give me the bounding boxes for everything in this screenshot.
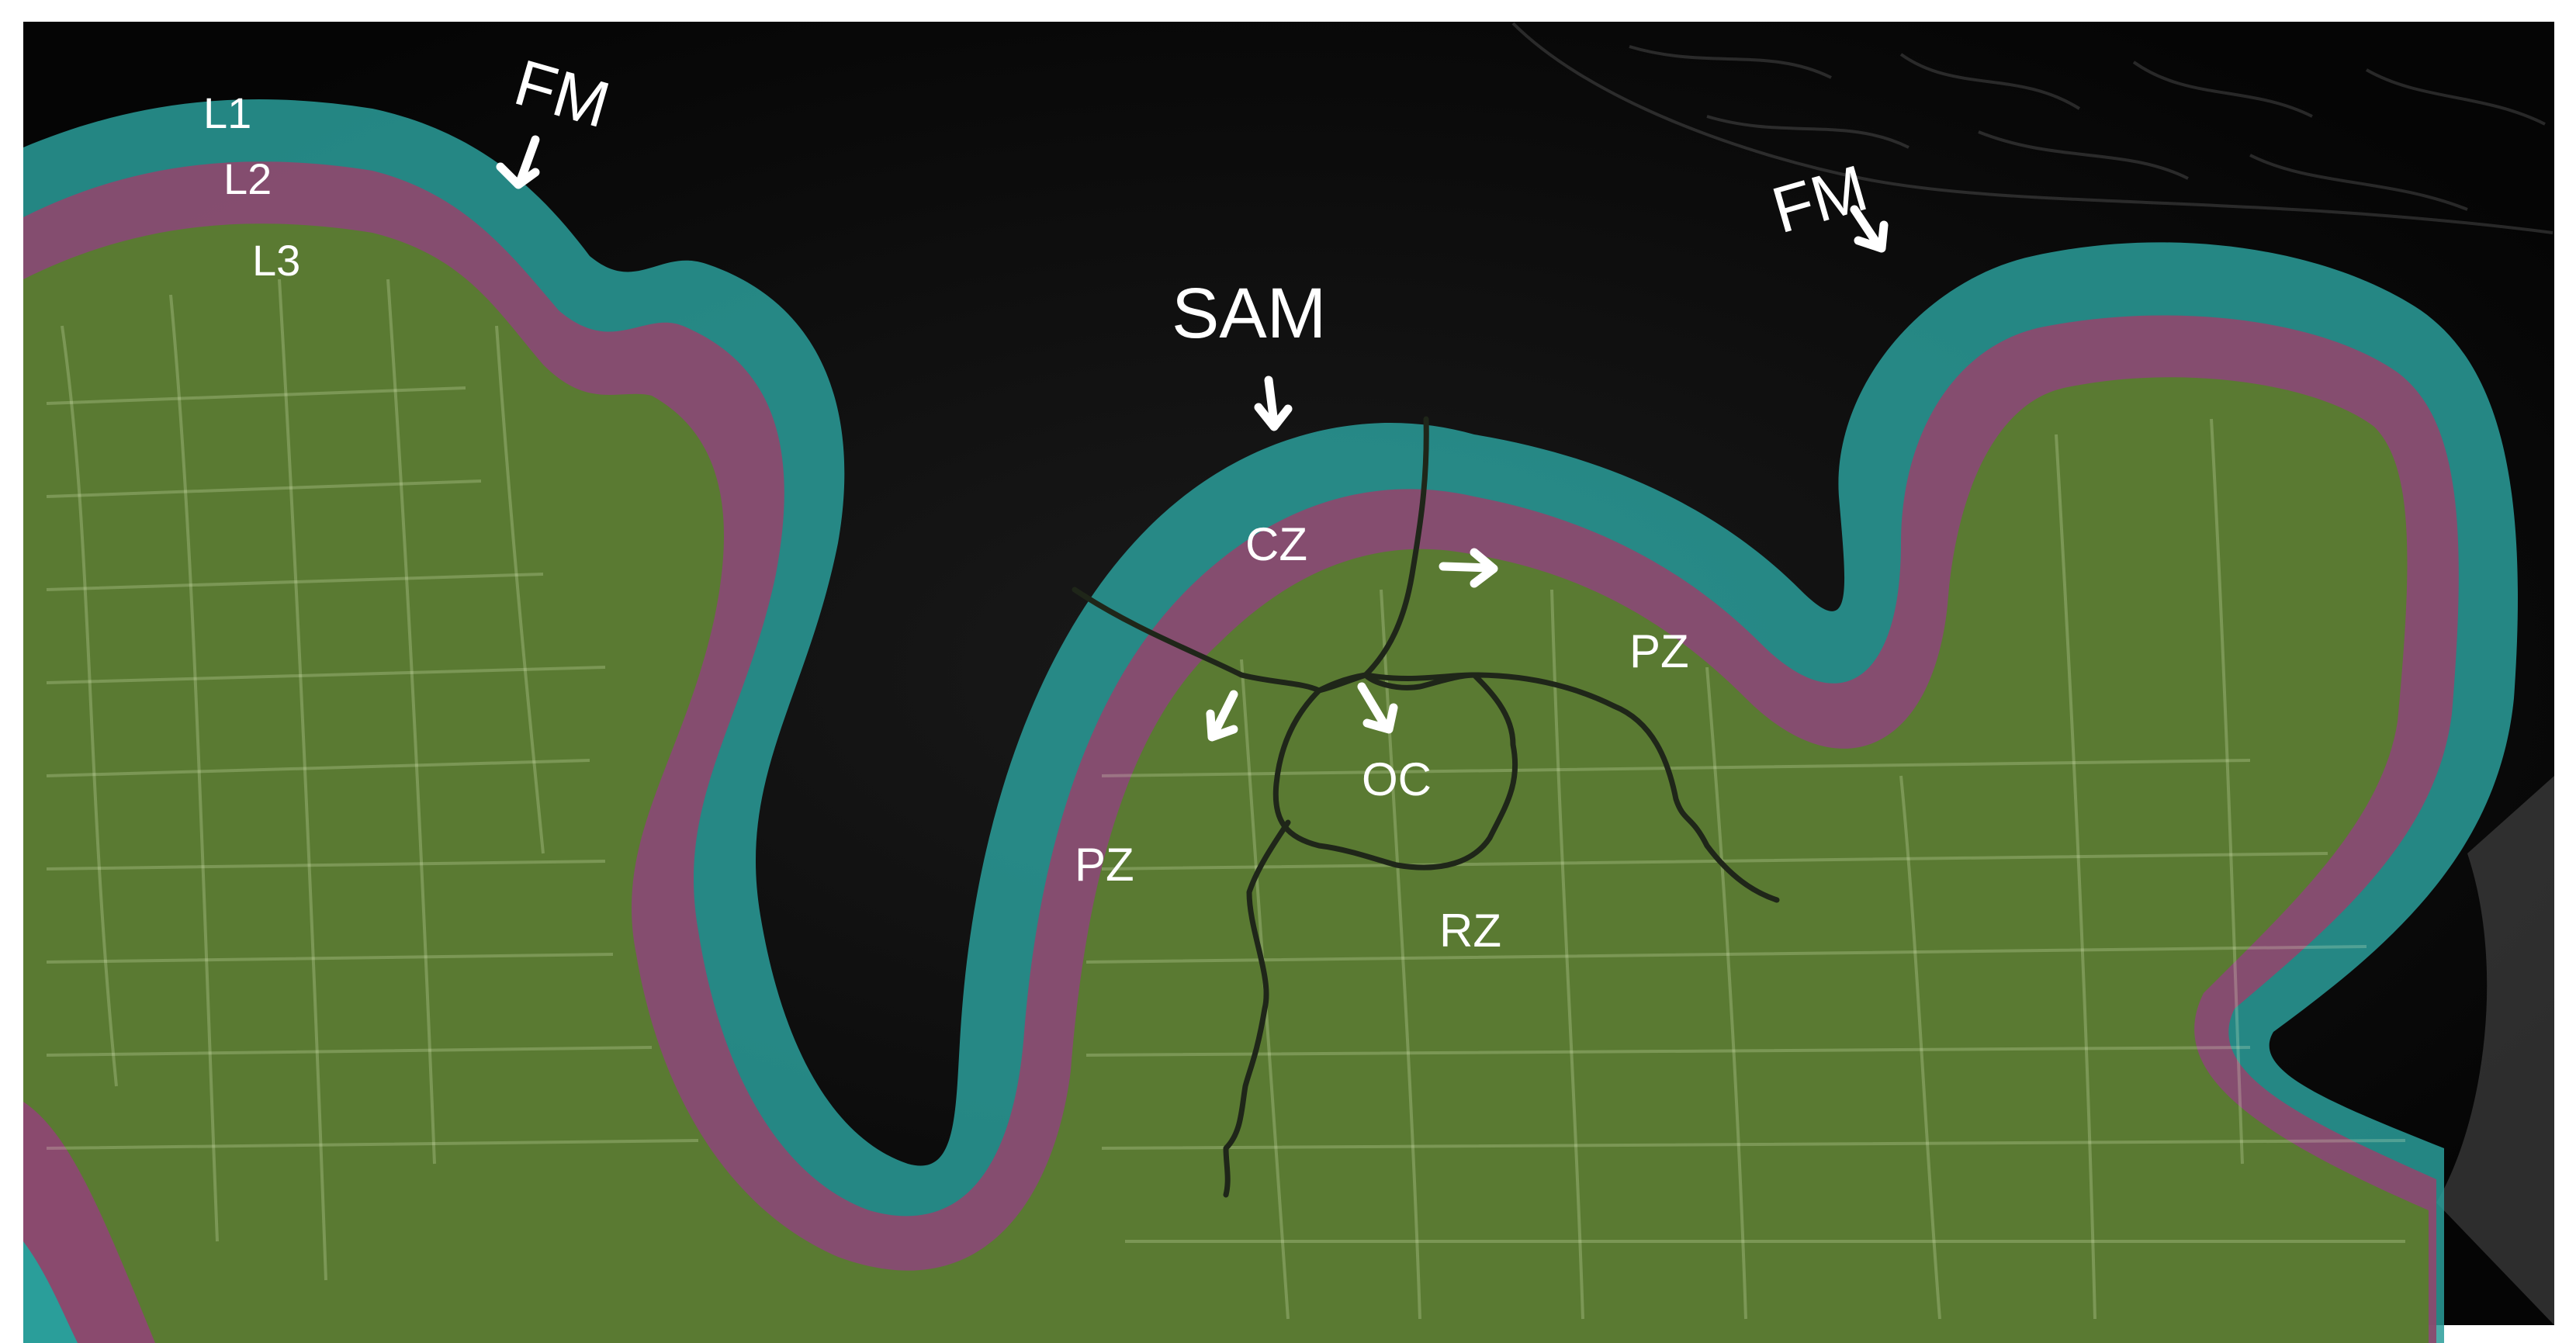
rz-boundary <box>1223 819 1291 1198</box>
l3-corpus <box>23 223 2429 1343</box>
label-oc: OC <box>1362 753 1432 805</box>
right-arrow-icon <box>1439 548 1498 588</box>
label-rz: RZ <box>1439 905 1501 957</box>
label-cz: CZ <box>1245 518 1307 570</box>
annotation-arrows <box>496 135 1889 742</box>
oc-outline <box>1272 672 1518 871</box>
down-arrow-icon <box>496 135 540 189</box>
down-right-arrow-icon <box>1357 682 1398 734</box>
down-left-arrow-icon <box>1206 690 1238 742</box>
upper-right-faint-cells <box>1511 22 2553 234</box>
label-l1: L1 <box>203 88 251 137</box>
meristem-tissue <box>23 99 2518 1343</box>
label-pz-left: PZ <box>1075 839 1134 891</box>
label-l2: L2 <box>223 154 272 203</box>
zone-boundary-lines <box>1072 416 1780 1198</box>
right-edge-faint-tissue <box>2436 776 2554 1325</box>
label-pz-right: PZ <box>1629 625 1689 677</box>
label-sam: SAM <box>1172 274 1326 353</box>
down-right-arrow-icon <box>1850 205 1889 253</box>
cz-boundary-left <box>1072 587 1322 694</box>
down-arrow-icon <box>1254 376 1293 431</box>
label-l3: L3 <box>252 236 300 285</box>
